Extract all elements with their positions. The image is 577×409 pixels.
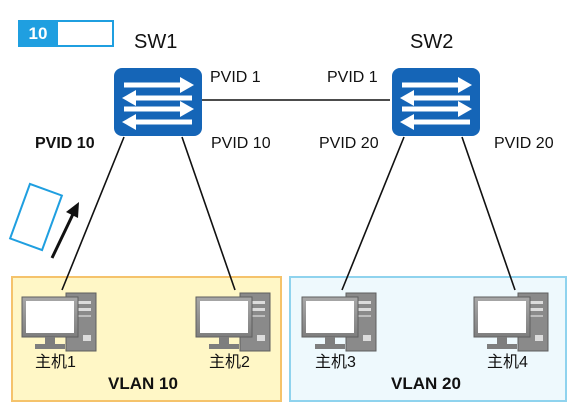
- upward-arrow-icon: [50, 202, 79, 259]
- port-sw1-left: PVID 10: [35, 135, 95, 152]
- port-sw2-trunk: PVID 1: [327, 69, 378, 86]
- host2-label: 主机2: [209, 354, 250, 371]
- host1-label: 主机1: [35, 354, 76, 371]
- figure-tag: 10: [18, 20, 114, 47]
- port-sw2-right: PVID 20: [494, 135, 554, 152]
- switch-sw1-icon: [114, 68, 202, 136]
- link-sw1-host1: [61, 136, 125, 291]
- frame-icon: [8, 182, 64, 252]
- vlan20-label: VLAN 20: [391, 374, 461, 393]
- host4-label: 主机4: [487, 354, 528, 371]
- switch-sw2-icon: [392, 68, 480, 136]
- switch-sw2-label: SW2: [410, 31, 454, 53]
- switch-sw1-label: SW1: [134, 31, 178, 53]
- host3-label: 主机3: [315, 354, 356, 371]
- port-sw2-left: PVID 20: [319, 135, 379, 152]
- links: [61, 99, 516, 291]
- vlan10-label: VLAN 10: [108, 374, 178, 393]
- port-sw1-right: PVID 10: [211, 135, 271, 152]
- figure-tag-number: 10: [18, 20, 58, 47]
- link-sw2-host3: [341, 136, 405, 291]
- link-sw1-host2: [181, 136, 236, 291]
- port-sw1-trunk: PVID 1: [210, 69, 261, 86]
- link-sw2-host4: [461, 136, 516, 291]
